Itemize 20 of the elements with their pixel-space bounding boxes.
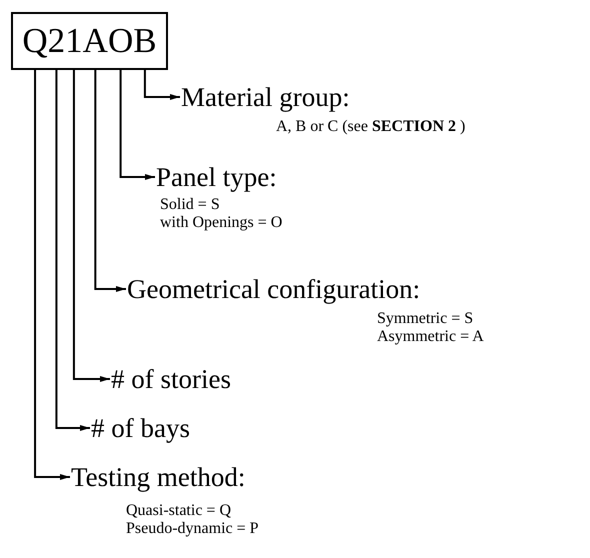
field-heading: Material group:: [181, 82, 351, 112]
leader-arrow: [144, 70, 180, 100]
leader-arrow: [34, 70, 70, 480]
field-heading: Testing method:: [71, 462, 246, 492]
leader-arrow: [72, 70, 110, 382]
field-heading: Panel type:: [156, 162, 278, 192]
code-option: with Openings = O: [160, 214, 282, 232]
leader-arrow: [120, 70, 155, 180]
code-option: Asymmetric = A: [377, 328, 484, 346]
leader-arrow: [94, 70, 126, 292]
field-heading: Geometrical configuration:: [127, 274, 422, 304]
field-heading: # of bays: [91, 413, 190, 443]
code-option: Pseudo-dynamic = P: [126, 520, 259, 538]
code-box: Q21AOB: [11, 12, 168, 70]
leader-arrow: [55, 70, 90, 431]
code-option: A, B or C (see SECTION 2 ): [276, 118, 466, 136]
field-heading: # of stories: [111, 364, 231, 394]
code-option: Solid = S: [160, 196, 282, 214]
code-option: Quasi-static = Q: [126, 502, 259, 520]
code-option: Symmetric = S: [377, 310, 484, 328]
